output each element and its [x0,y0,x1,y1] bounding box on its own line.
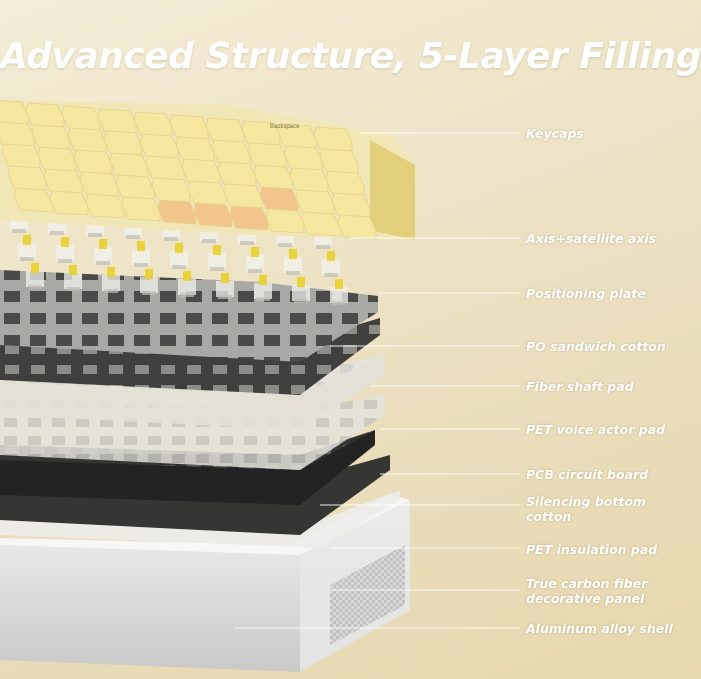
switch [102,267,120,293]
keycap [139,133,179,159]
keycap [121,196,161,222]
carbon-fiber-panel [330,545,405,645]
keycap [7,165,47,191]
switch [56,237,74,263]
switch [18,235,36,261]
keycap [169,114,209,140]
leader-lines [235,132,520,629]
keycap [37,146,77,172]
keycap [181,158,221,184]
positioning-plate-layer [0,270,378,362]
keycap [253,164,293,190]
keycap [331,192,371,218]
label-pcb-circuit-board: PCB circuit board [526,467,649,482]
keycap [67,127,107,153]
switch [292,277,310,303]
switch [246,247,264,273]
keycap [211,139,251,165]
label-carbon-fiber-panel: True carbon fiber decorative panel [526,576,648,606]
keycap [223,183,263,209]
switch [284,249,302,275]
keycap [229,205,269,231]
keycap [259,186,299,212]
keycap [133,111,173,137]
switch [140,269,158,295]
keycap [157,199,197,225]
keycap [25,102,65,128]
keycap [31,124,71,150]
keycap [13,187,53,213]
keycap [97,108,137,134]
switch [330,279,348,305]
label-silencing-bottom-cotton: Silencing bottom cotton [526,494,646,524]
keycap [1,143,41,169]
keycaps-layer: Backspace [0,100,415,240]
keycap [247,142,287,168]
keycap [175,136,215,162]
exploded-keyboard-illustration: Backspace [0,100,520,672]
keycap-legend: Backspace [270,124,300,130]
switch [216,273,234,299]
keycap [145,155,185,181]
keycap [151,177,191,203]
keycap [337,214,377,240]
keycap [115,174,155,200]
switch [254,275,272,301]
keycap [295,189,335,215]
page-title: Advanced Structure, 5-Layer Filling [0,36,701,77]
switch [178,271,196,297]
label-fiber-shaft-pad: Fiber shaft pad [526,379,634,394]
switch [208,245,226,271]
keycap [289,167,329,193]
keycap [265,208,305,234]
label-aluminum-shell: Aluminum alloy shell [526,621,673,636]
label-pet-voice-actor-pad: PET voice actor pad [526,422,666,437]
switch [26,263,44,289]
keycap [0,121,35,147]
keycap [325,170,365,196]
keycap [43,168,83,194]
switch [322,251,340,277]
label-keycaps: Keycaps [526,126,584,141]
keycap [85,193,125,219]
keycap [109,152,149,178]
keycap [49,190,89,216]
keycap [193,202,233,228]
label-positioning-plate: Positioning plate [526,286,646,301]
keycap [205,117,245,143]
label-axis: Axis+satellite axis [526,231,657,246]
keycap [79,171,119,197]
keycap [283,145,323,171]
keycap [301,211,341,237]
label-pet-insulation-pad: PET insulation pad [526,542,658,557]
keycap [313,126,353,152]
keycap [217,161,257,187]
label-po-sandwich-cotton: PO sandwich cotton [526,339,666,354]
switch [64,265,82,291]
keycap [61,105,101,131]
keycap [73,149,113,175]
keycap [187,180,227,206]
switch [94,239,112,265]
switch [170,243,188,269]
keycap [319,148,359,174]
keycap [103,130,143,156]
switch [132,241,150,267]
